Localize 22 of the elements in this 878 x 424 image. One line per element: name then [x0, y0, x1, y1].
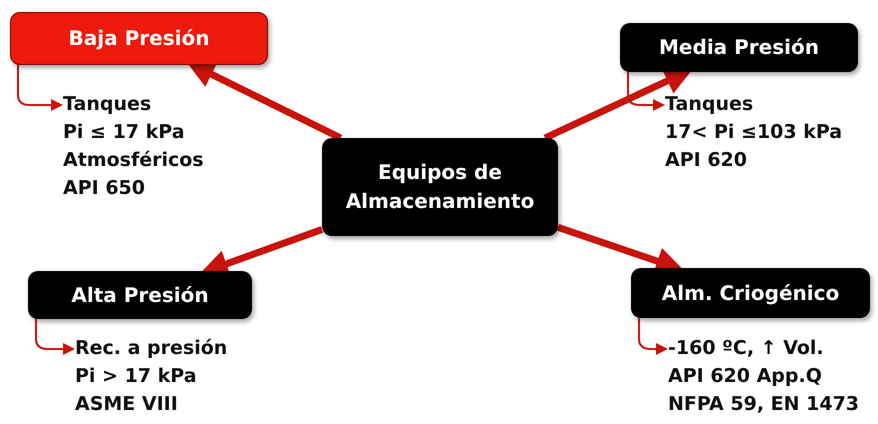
arrow [638, 318, 668, 355]
spec-text: Tanques [63, 92, 152, 117]
spec-text: Atmosféricos [63, 148, 204, 173]
spec-text: Pi > 17 kPa [75, 364, 197, 389]
arrow [35, 319, 75, 355]
category-box: Alm. Criogénico [631, 268, 870, 318]
category-box: Alta Presión [28, 271, 252, 319]
arrow [627, 72, 665, 111]
category-box: Baja Presión [10, 12, 268, 65]
spec-text: -160 ºC, ↑ Vol. [668, 336, 824, 361]
spec-text: 17< Pi ≤103 kPa [665, 120, 842, 145]
spec-text: Rec. a presión [75, 336, 228, 361]
arrow [17, 65, 63, 111]
spec-text: Tanques [665, 92, 754, 117]
spec-text: NFPA 59, EN 1473 [668, 392, 860, 417]
spec-text: ASME VIII [75, 392, 178, 417]
spec-text: API 620 [665, 148, 747, 173]
central-topic-box: Equipos de Almacenamiento [322, 138, 558, 236]
category-box: Media Presión [620, 23, 858, 72]
spec-text: API 620 App.Q [668, 364, 822, 389]
spec-text: Pi ≤ 17 kPa [63, 120, 185, 145]
spec-text: API 650 [63, 176, 145, 201]
